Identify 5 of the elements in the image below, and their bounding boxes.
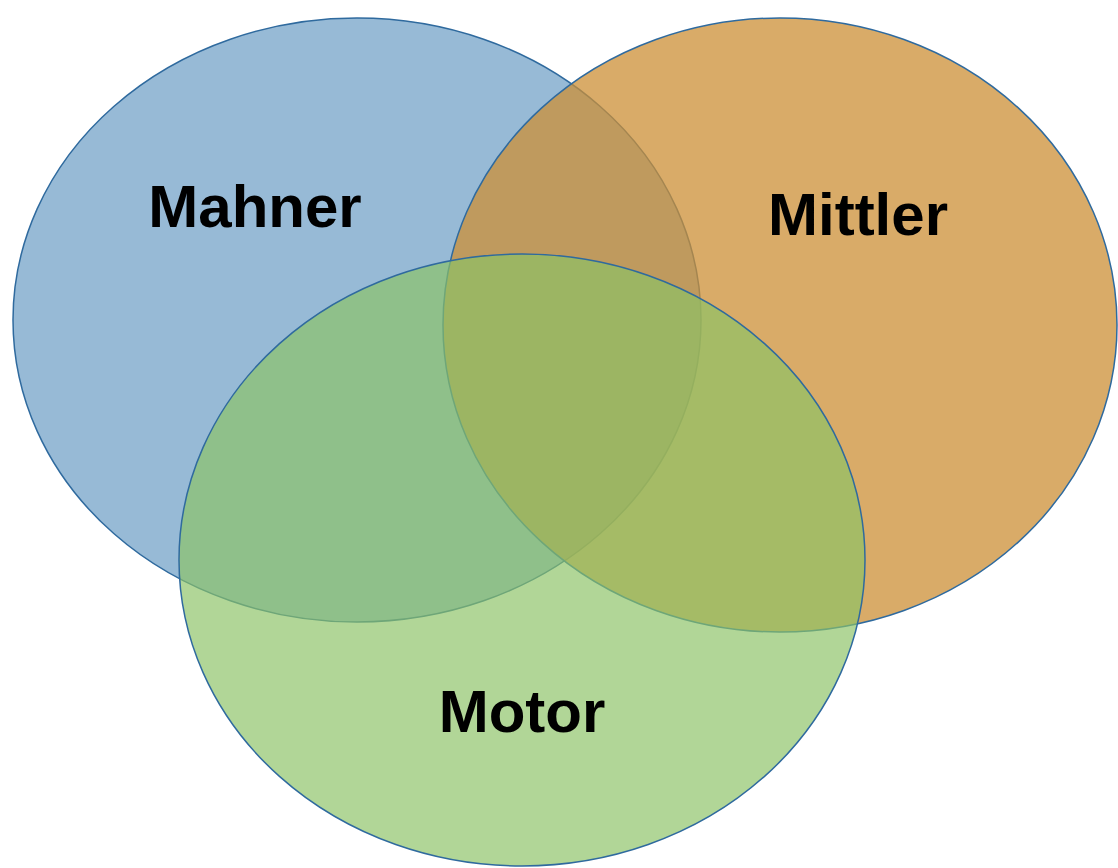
circle-label: Motor [438, 682, 606, 742]
venn-ellipse [178, 253, 866, 867]
venn-ellipse [442, 17, 1118, 633]
circle-label: Mittler [768, 185, 948, 245]
circle-label: Mahner [148, 177, 362, 237]
